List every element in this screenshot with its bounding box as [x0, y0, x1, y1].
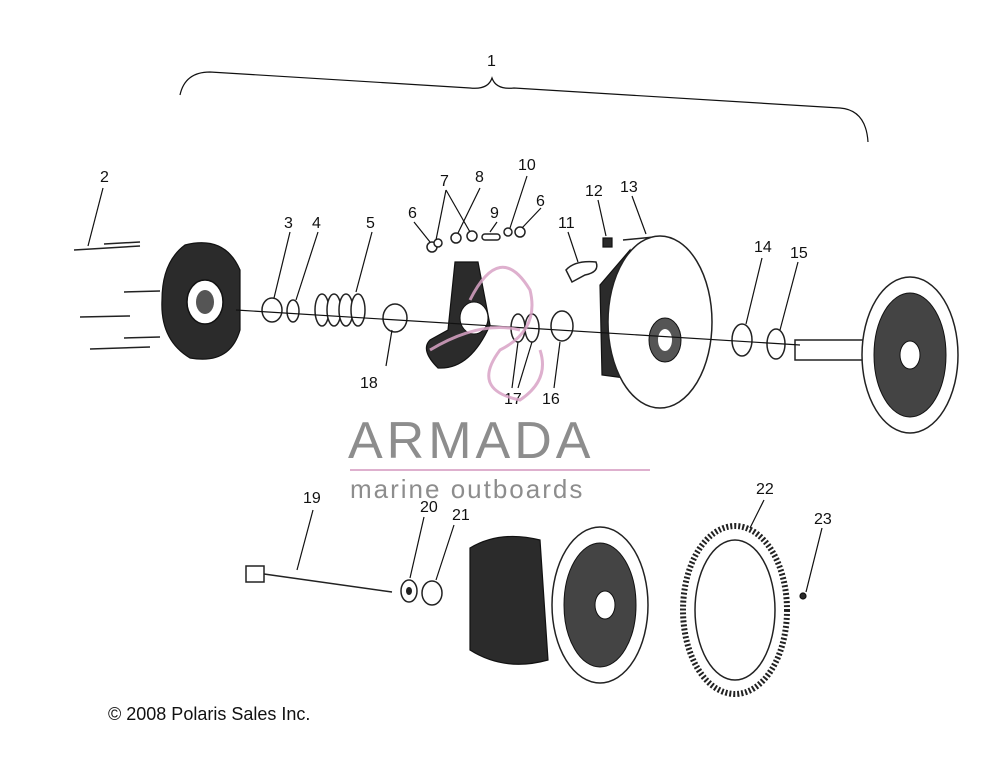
watermark: ARMADA marine outboards [348, 265, 650, 504]
callout-6b: 6 [536, 193, 545, 210]
callout-1: 1 [487, 53, 496, 70]
spider [425, 261, 491, 369]
callout-3: 3 [284, 215, 293, 232]
callout-23: 23 [814, 511, 832, 528]
callout-12: 12 [585, 183, 603, 200]
callout-2: 2 [100, 169, 109, 186]
callout-15: 15 [790, 245, 808, 262]
callout-21: 21 [452, 507, 470, 524]
spring [314, 293, 366, 327]
watermark-brand: ARMADA [348, 412, 594, 470]
callout-22: 22 [756, 481, 774, 498]
assembly-bracket [179, 71, 869, 143]
callout-11: 11 [558, 215, 575, 232]
fixed-sheave [794, 276, 959, 434]
bolts-group [73, 241, 161, 350]
callout-14: 14 [754, 239, 772, 256]
callout-9: 9 [490, 205, 499, 222]
callout-16: 16 [542, 391, 560, 408]
moveable-sheave [599, 235, 713, 409]
callout-13: 13 [620, 179, 638, 196]
callout-19: 19 [303, 490, 321, 507]
callout-8: 8 [475, 169, 484, 186]
spider-cover [161, 242, 241, 360]
callout-20: 20 [420, 499, 438, 516]
callout-7: 7 [440, 173, 449, 190]
callout-6a: 6 [408, 205, 417, 222]
copyright-notice: © 2008 Polaris Sales Inc. [108, 704, 311, 724]
ring-gear [680, 523, 790, 697]
assembled-clutch [469, 526, 649, 684]
callout-10: 10 [518, 157, 536, 174]
drive-bolt [245, 565, 393, 593]
callout-5: 5 [366, 215, 375, 232]
callout-4: 4 [312, 215, 321, 232]
callout-18: 18 [360, 375, 378, 392]
watermark-tagline: marine outboards [350, 474, 584, 504]
